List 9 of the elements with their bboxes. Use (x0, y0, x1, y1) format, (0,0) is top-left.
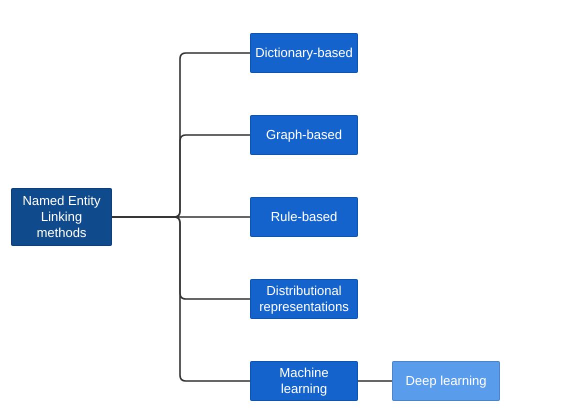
category-box: Graph-based (250, 115, 358, 155)
category-box: Rule-based (250, 197, 358, 237)
connector-line (112, 216, 250, 382)
category-box: Named Entity Linking methods (11, 188, 112, 246)
category-box: Distributional representations (250, 279, 358, 319)
connector-line (358, 380, 392, 382)
category-box: Machine learning (250, 361, 358, 401)
category-box: Deep learning (392, 361, 500, 401)
category-box: Dictionary-based (250, 33, 358, 73)
